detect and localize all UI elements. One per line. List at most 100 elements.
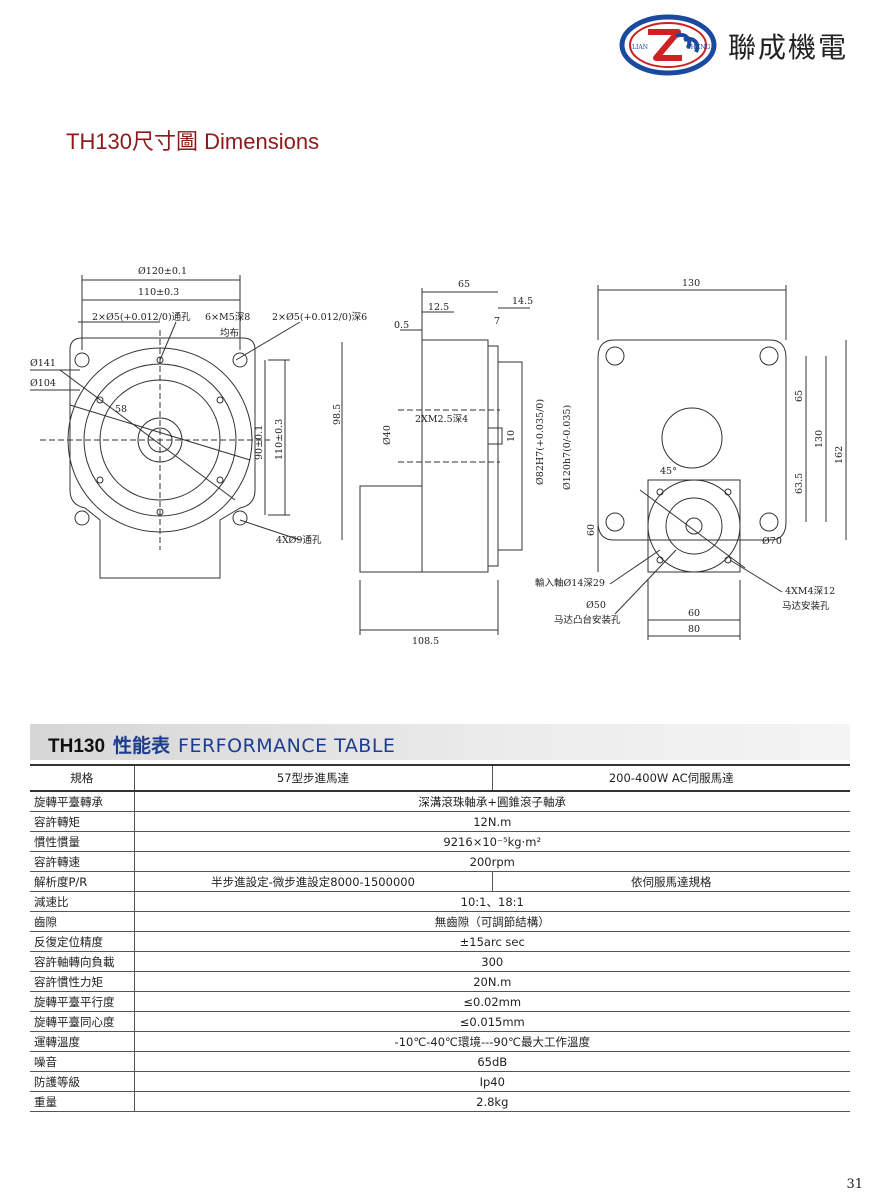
table-row: 旋轉平臺轉承深溝滾珠軸承+圓錐滾子軸承 — [30, 790, 850, 812]
row-label: 重量 — [30, 1091, 134, 1112]
dim-w65: 65 — [458, 279, 470, 290]
performance-title-en: FERFORMANCE TABLE — [178, 735, 396, 757]
row-value: ±15arc sec — [133, 931, 850, 952]
row-label: 齒隙 — [30, 911, 134, 932]
row-label: 容許軸轉向負載 — [30, 951, 134, 972]
table-row: 旋轉平臺同心度≤0.015mm — [30, 1011, 850, 1032]
dim-m2-5: 2XM2.5深4 — [415, 414, 468, 425]
row-label: 防護等級 — [30, 1071, 134, 1092]
dim-h90: 90±0.1 — [254, 425, 265, 460]
dim-m4: 4XM4深12 — [785, 586, 835, 597]
row-label: 減速比 — [30, 891, 134, 912]
row-value-2: 依伺服馬達規格 — [491, 871, 850, 892]
dim-m5: 6×M5深8 — [205, 312, 250, 323]
dim-w80: 80 — [688, 624, 700, 635]
boss-holes-label: 马达凸台安装孔 — [554, 614, 621, 626]
dim-h63-5: 63.5 — [794, 473, 805, 494]
row-value: 深溝滾珠軸承+圓錐滾子軸承 — [133, 790, 850, 812]
row-value: 2.8kg — [133, 1091, 850, 1112]
dim-m5-even: 均布 — [220, 327, 239, 339]
performance-title-cn: 性能表 — [113, 735, 171, 757]
input-shaft-label: 輸入軸Ø14深29 — [535, 577, 605, 589]
row-label: 旋轉平臺同心度 — [30, 1011, 134, 1032]
logo-text-left: LIAN — [632, 44, 648, 51]
row-label: 解析度P/R — [30, 871, 134, 892]
dim-d50: Ø50 — [586, 600, 606, 611]
performance-title: TH130 性能表 FERFORMANCE TABLE — [48, 731, 395, 758]
table-row: 旋轉平臺平行度≤0.02mm — [30, 991, 850, 1012]
dim-h60: 60 — [586, 524, 597, 536]
header-label: 規格 — [30, 764, 134, 792]
dim-d70: Ø70 — [762, 536, 782, 547]
row-value: -10℃-40℃環境---90℃最大工作溫度 — [133, 1031, 850, 1052]
dim-d40: Ø40 — [382, 425, 393, 445]
row-value: 20N.m — [133, 971, 850, 992]
table-row: 齒隙無齒隙（可調節結構） — [30, 911, 850, 932]
dim-w60: 60 — [688, 608, 700, 619]
dim-w7: 7 — [494, 316, 500, 327]
header-col2: 200-400W AC伺服馬達 — [491, 764, 850, 792]
row-label: 旋轉平臺平行度 — [30, 991, 134, 1012]
logo-text-right: CHENG — [686, 44, 710, 51]
dim-hole-left: 2×Ø5(+0.012/0)通孔 — [92, 312, 191, 323]
row-label: 慣性慣量 — [30, 831, 134, 852]
row-value: 65dB — [133, 1051, 850, 1072]
dim-holes4: 4XØ9通孔 — [276, 535, 322, 546]
row-label: 旋轉平臺轉承 — [30, 790, 134, 812]
row-value: ≤0.015mm — [133, 1011, 850, 1032]
dim-h98-5: 98.5 — [332, 404, 343, 425]
side-view — [341, 288, 530, 635]
performance-header-bar — [30, 724, 850, 760]
dim-w14-5: 14.5 — [512, 296, 533, 307]
row-value: 12N.m — [133, 811, 850, 832]
dimension-drawing: Ø120±0.1 110±0.3 2×Ø5(+0.012/0)通孔 6×M5深8… — [30, 266, 847, 647]
dim-d58: 58 — [115, 404, 127, 415]
row-label: 容許轉速 — [30, 851, 134, 872]
dimensions-title: TH130尺寸圖 Dimensions — [66, 129, 320, 154]
dim-h130: 130 — [814, 430, 825, 448]
table-row: 反復定位精度±15arc sec — [30, 931, 850, 952]
performance-table: 規格 57型步進馬達 200-400W AC伺服馬達 旋轉平臺轉承深溝滾珠軸承+… — [30, 764, 850, 1112]
table-header-row: 規格 57型步進馬達 200-400W AC伺服馬達 — [30, 764, 850, 792]
brand-name: 聯成機電 — [728, 31, 849, 64]
dim-h162: 162 — [834, 446, 845, 464]
row-value: 半步進設定-微步進設定8000-1500000 — [133, 871, 492, 892]
dim-h10: 10 — [506, 430, 517, 442]
performance-model: TH130 — [48, 736, 106, 757]
dim-d120h7: Ø120h7(0/-0.035) — [562, 405, 573, 490]
dim-w0-5: 0.5 — [394, 320, 409, 331]
dim-d141: Ø141 — [30, 358, 56, 369]
page-number: 31 — [846, 1177, 863, 1192]
front-view — [30, 275, 301, 579]
company-logo: LIAN CHENG — [619, 14, 717, 76]
row-value: 無齒隙（可調節結構） — [133, 911, 850, 932]
row-label: 容許慣性力矩 — [30, 971, 134, 992]
table-row: 運轉溫度-10℃-40℃環境---90℃最大工作溫度 — [30, 1031, 850, 1052]
dim-w12-5: 12.5 — [428, 302, 449, 313]
dim-h110: 110±0.3 — [274, 419, 285, 460]
dim-h65: 65 — [794, 390, 805, 402]
row-value: 9216×10⁻⁵kg·m² — [133, 831, 850, 852]
row-label: 反復定位精度 — [30, 931, 134, 952]
row-value: 300 — [133, 951, 850, 972]
dim-w130: 130 — [682, 278, 700, 289]
row-value: Ip40 — [133, 1071, 850, 1092]
dim-d104: Ø104 — [30, 378, 56, 389]
dim-w108-5: 108.5 — [412, 636, 439, 647]
dim-d120: Ø120±0.1 — [138, 266, 187, 277]
header-col1: 57型步進馬達 — [133, 764, 492, 792]
row-label: 噪音 — [30, 1051, 134, 1072]
rear-view — [597, 285, 847, 640]
row-value: 200rpm — [133, 851, 850, 872]
dim-hole-right: 2×Ø5(+0.012/0)深6 — [272, 312, 367, 323]
